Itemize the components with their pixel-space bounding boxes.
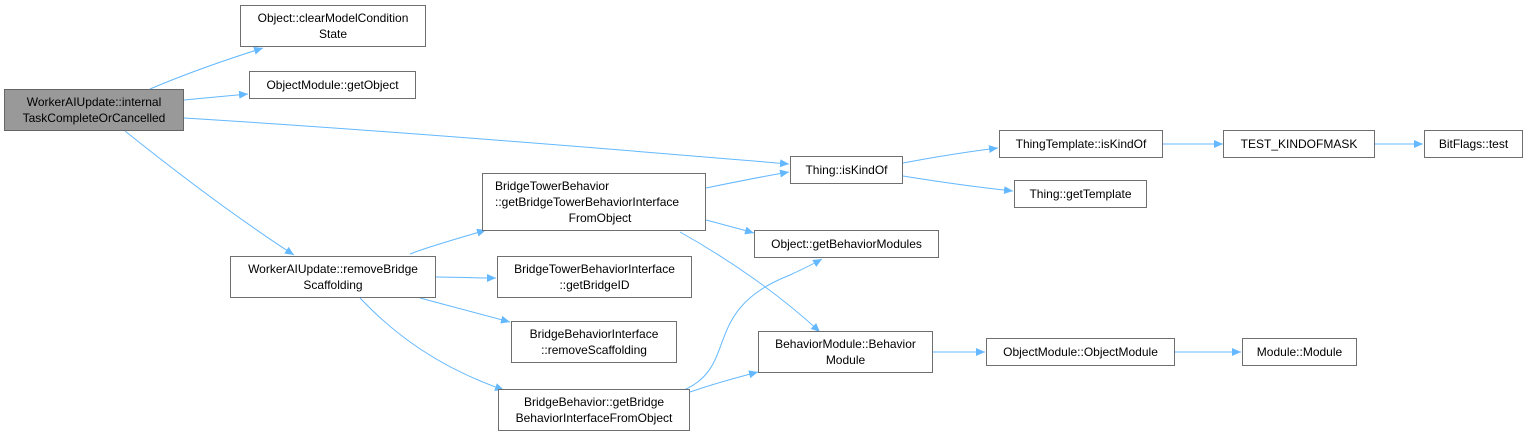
edge-isKindOf-to-ttIsKindOf [902, 145, 999, 164]
node-label-line: BridgeTowerBehavior [495, 179, 610, 193]
edge-removeBridge-to-btbGet [409, 228, 487, 255]
node-label-line: ObjectModule::getObject [266, 78, 399, 92]
edge-btbGet-to-behaviorModule [679, 231, 821, 333]
node-behavior-module-ctor[interactable]: BehaviorModule::Behavior Module [758, 331, 933, 373]
node-label-line: Module::Module [1256, 345, 1343, 359]
node-label-line: ::getBridgeTowerBehaviorInterface [495, 195, 680, 209]
edge-bbGet-to-getBehaviorModules [683, 258, 823, 391]
node-label-line: TEST_KINDOFMASK [1240, 137, 1358, 151]
node-label-line: BehaviorInterfaceFromObject [515, 411, 673, 425]
node-label-line: WorkerAIUpdate::internal [26, 95, 162, 109]
node-label-line: ::getBridgeID [559, 278, 630, 292]
node-remove-bridge-scaffolding[interactable]: WorkerAIUpdate::removeBridge Scaffolding [230, 256, 436, 298]
node-thing-get-template[interactable]: Thing::getTemplate [1014, 180, 1147, 208]
node-worker-internal-task-complete: WorkerAIUpdate::internal TaskCompleteOrC… [4, 89, 184, 131]
node-label-line: FromObject [568, 211, 632, 225]
node-bridge-tower-get-interface[interactable]: BridgeTowerBehavior ::getBridgeTowerBeha… [482, 173, 706, 231]
node-label-line: BridgeTowerBehaviorInterface [514, 262, 675, 276]
edge-root-to-removeBridge [124, 130, 295, 256]
node-label-line: State [318, 27, 348, 41]
node-label-line: ::removeScaffolding [541, 343, 647, 357]
node-label-line: BehaviorModule::Behavior [775, 337, 916, 351]
node-label-line: ObjectModule::ObjectModule [1003, 345, 1158, 359]
node-label-line: WorkerAIUpdate::removeBridge [248, 262, 418, 276]
node-label-line: Object::getBehaviorModules [771, 237, 922, 251]
edge-root-to-isKindOf [183, 117, 790, 168]
node-clear-model-condition-state[interactable]: Object::clearModelCondition State [240, 5, 426, 47]
edge-removeBridge-to-btbiGetId [435, 273, 497, 282]
edge-removeBridge-to-bbiRemove [419, 297, 511, 324]
edge-btbGet-to-isKindOf [705, 169, 790, 189]
node-module-ctor[interactable]: Module::Module [1242, 338, 1357, 366]
node-label-line: BitFlags::test [1438, 137, 1509, 151]
node-bridge-tower-interface-get-bridge-id[interactable]: BridgeTowerBehaviorInterface ::getBridge… [497, 256, 692, 298]
edge-removeBridge-to-bbGet [359, 297, 505, 391]
edge-bbGet-to-behaviorModule [689, 370, 759, 393]
node-label-line: BridgeBehaviorInterface [529, 327, 659, 341]
node-object-module-get-object[interactable]: ObjectModule::getObject [249, 71, 416, 99]
edge-btbGet-to-getBehaviorModules [705, 219, 755, 235]
node-test-kindofmask[interactable]: TEST_KINDOFMASK [1223, 130, 1375, 158]
edge-root-to-getObject [183, 90, 249, 101]
node-bridge-interface-remove-scaffolding[interactable]: BridgeBehaviorInterface ::removeScaffold… [511, 321, 677, 363]
node-thing-template-is-kind-of[interactable]: ThingTemplate::isKindOf [999, 130, 1163, 158]
node-object-get-behavior-modules[interactable]: Object::getBehaviorModules [754, 230, 939, 258]
node-label-line: Module [825, 353, 866, 367]
node-label-line: Scaffolding [303, 278, 363, 292]
node-label-line: Thing::getTemplate [1029, 187, 1132, 201]
node-label-line: BridgeBehavior::getBridge [523, 395, 665, 409]
edge-isKindOf-to-getTemplate [902, 175, 1014, 195]
node-label-line: Thing::isKindOf [805, 163, 888, 177]
node-bridge-behavior-get-interface[interactable]: BridgeBehavior::getBridge BehaviorInterf… [498, 389, 690, 431]
node-label-line: ThingTemplate::isKindOf [1015, 137, 1147, 151]
node-label-line: TaskCompleteOrCancelled [22, 111, 166, 125]
node-thing-is-kind-of[interactable]: Thing::isKindOf [790, 156, 903, 184]
node-bitflags-test[interactable]: BitFlags::test [1424, 130, 1523, 158]
node-object-module-ctor[interactable]: ObjectModule::ObjectModule [986, 338, 1175, 366]
edge-root-to-clearModel [149, 46, 264, 90]
node-label-line: Object::clearModelCondition [257, 11, 409, 25]
